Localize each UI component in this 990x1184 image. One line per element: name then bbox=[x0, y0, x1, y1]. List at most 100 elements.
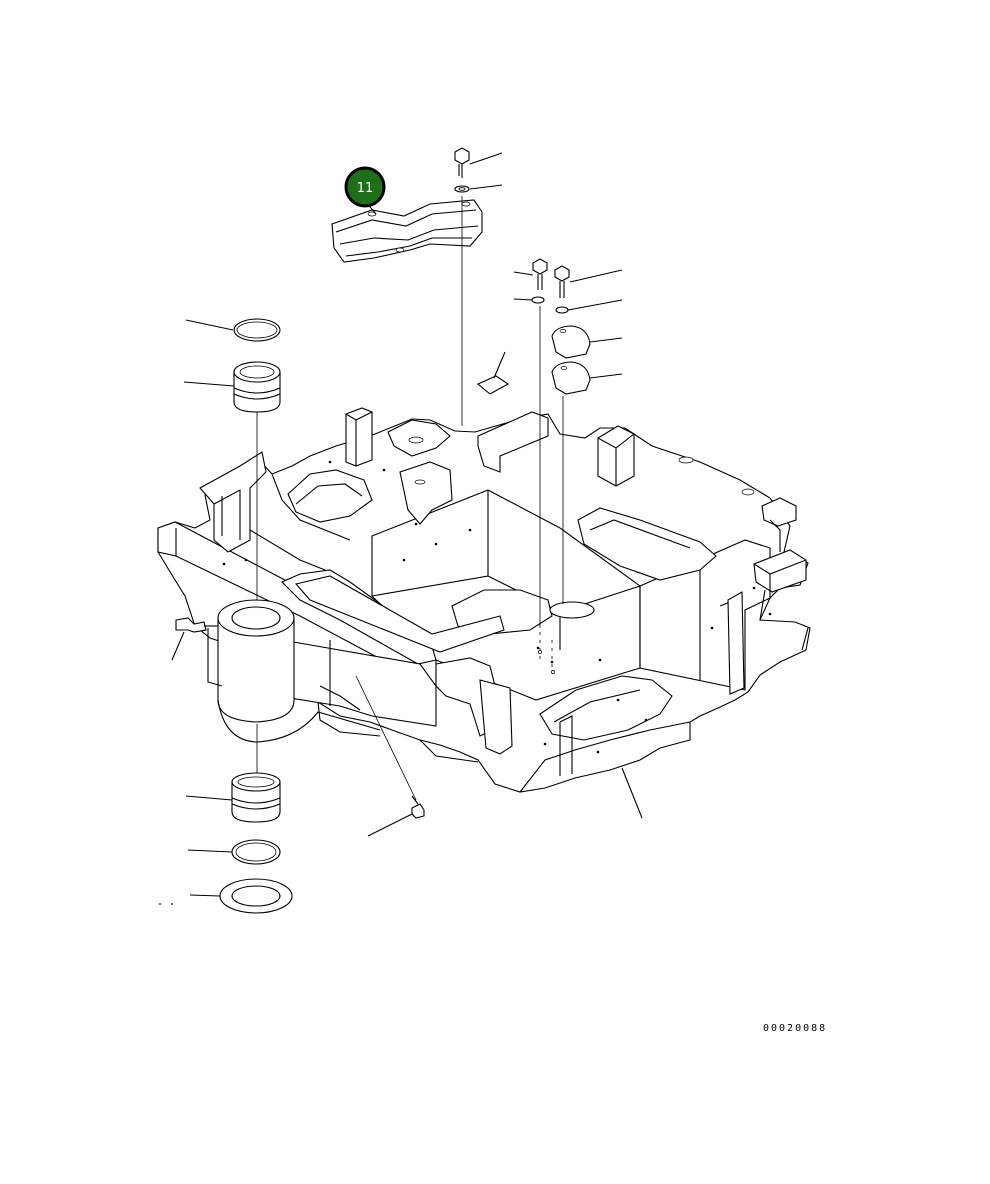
deck-hole bbox=[414, 479, 426, 485]
bushing-top bbox=[233, 361, 281, 383]
cutout-inner bbox=[295, 483, 363, 505]
rivet bbox=[244, 558, 248, 562]
rivet bbox=[768, 612, 772, 616]
plate-diamond bbox=[476, 375, 510, 395]
ring-outer bbox=[233, 318, 281, 342]
bolt-hole bbox=[551, 670, 555, 674]
ring-outer bbox=[231, 839, 281, 865]
cap-hole bbox=[560, 366, 568, 370]
leader-line bbox=[493, 351, 506, 379]
cap-plate bbox=[551, 361, 591, 395]
lower-bushing bbox=[185, 772, 281, 823]
deck-hole bbox=[408, 436, 424, 444]
side-lug bbox=[761, 497, 797, 527]
bolt-head bbox=[532, 258, 548, 275]
leader-line bbox=[185, 319, 234, 331]
bushing-bore bbox=[237, 776, 275, 788]
rivet bbox=[328, 460, 332, 464]
upper-bushing bbox=[183, 361, 281, 413]
rivet bbox=[468, 528, 472, 532]
caution-plate bbox=[476, 351, 510, 395]
rivet bbox=[710, 626, 714, 630]
bushing-top bbox=[231, 772, 281, 792]
rivet bbox=[543, 742, 547, 746]
leader-line bbox=[469, 152, 503, 165]
assembly-line bbox=[355, 675, 417, 801]
bushing-grooves bbox=[231, 797, 281, 810]
lower-seal-ring bbox=[187, 839, 281, 865]
bracket-detail bbox=[213, 489, 241, 540]
callout-circle bbox=[344, 166, 386, 208]
bolt-b2 bbox=[554, 265, 623, 298]
callout-number: 11 bbox=[357, 181, 374, 196]
leader-line bbox=[513, 271, 534, 276]
cover-washer bbox=[454, 184, 503, 193]
ring-inner bbox=[235, 842, 277, 862]
rivet bbox=[550, 660, 554, 664]
cap-plate-upper bbox=[551, 325, 623, 359]
rear-post-right-edge bbox=[597, 433, 635, 486]
right-rear-plate bbox=[759, 519, 809, 651]
bolt-hole bbox=[538, 650, 542, 654]
right-rear-cutout bbox=[577, 507, 717, 581]
center-longitudinal-arm bbox=[294, 575, 505, 653]
boss-bore bbox=[231, 606, 281, 630]
front-cutout-inner bbox=[553, 689, 641, 723]
cover-plate bbox=[331, 199, 483, 263]
bolt-head bbox=[411, 803, 425, 819]
revolving-frame bbox=[157, 407, 811, 793]
leader-line bbox=[567, 299, 623, 311]
grease-fitting bbox=[171, 617, 207, 661]
tick-mark bbox=[159, 903, 161, 905]
rear-left-cutout bbox=[287, 469, 373, 523]
bolt-head bbox=[454, 147, 470, 165]
leader-line bbox=[189, 894, 221, 897]
rear-post-left-edge bbox=[345, 411, 373, 466]
left-rear-bracket bbox=[199, 451, 267, 553]
bolt-head bbox=[554, 265, 570, 282]
bolt-shank bbox=[411, 795, 419, 805]
hook-bracket bbox=[399, 461, 453, 525]
washer bbox=[454, 185, 470, 193]
upper-seal-ring bbox=[185, 318, 281, 342]
lift-bracket bbox=[477, 411, 549, 473]
rivet bbox=[616, 698, 620, 702]
rivet bbox=[536, 646, 540, 650]
cap-plate bbox=[551, 325, 591, 359]
right-vertical-bracket bbox=[727, 591, 745, 695]
bushing-bore bbox=[239, 365, 275, 379]
side-block bbox=[753, 549, 807, 593]
rivet bbox=[402, 558, 406, 562]
rivet bbox=[382, 468, 386, 472]
leader-line bbox=[367, 813, 413, 837]
thrust-washer bbox=[159, 878, 293, 914]
deck-hole bbox=[741, 488, 755, 496]
deck-holes bbox=[222, 436, 772, 754]
rivet bbox=[644, 718, 648, 722]
rivet bbox=[434, 542, 438, 546]
boss-side-plate bbox=[207, 628, 223, 687]
lower-left-edge bbox=[317, 701, 479, 763]
leader-line bbox=[589, 373, 623, 379]
cover-bolt bbox=[454, 147, 503, 178]
leader-line bbox=[589, 337, 623, 343]
leader-line bbox=[183, 381, 235, 387]
ring-inner bbox=[236, 321, 278, 339]
washer-hole bbox=[458, 187, 466, 191]
leader-line bbox=[185, 795, 233, 801]
front-edge-step bbox=[519, 715, 691, 793]
rivet bbox=[222, 562, 226, 566]
rear-post-left bbox=[345, 407, 373, 467]
washer-w2 bbox=[555, 299, 623, 314]
tick-mark bbox=[171, 903, 173, 905]
callout-badge-11[interactable]: 11 bbox=[344, 166, 386, 208]
side-block-edge bbox=[753, 559, 807, 592]
leader-line bbox=[187, 849, 233, 853]
bolt-b1 bbox=[513, 258, 548, 290]
engine-support-stand bbox=[479, 679, 513, 755]
drawing-number: 00020088 bbox=[763, 1023, 828, 1034]
rivet bbox=[752, 586, 756, 590]
washer bbox=[555, 306, 569, 314]
rivet bbox=[414, 522, 418, 526]
